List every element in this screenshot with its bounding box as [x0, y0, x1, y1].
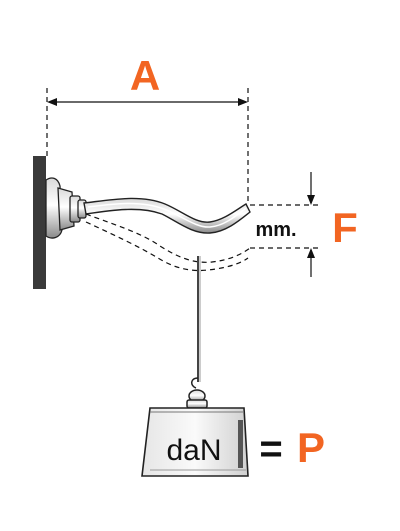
arrowhead-right [238, 98, 248, 106]
f-arrowhead-bottom [307, 248, 315, 258]
f-arrowhead-top [307, 195, 315, 205]
arrowhead-left [47, 98, 57, 106]
curved-arm-icon [83, 197, 251, 234]
label-equals: = [259, 427, 282, 471]
hook-ring-icon [186, 377, 208, 409]
label-dan: daN [166, 434, 221, 467]
label-mm: mm. [255, 219, 296, 241]
label-f: F [332, 204, 358, 251]
wall-icon [33, 156, 46, 289]
weight-icon [141, 407, 249, 477]
dimension-f [250, 172, 322, 277]
arm-highlight [87, 202, 247, 228]
deflected-arm-outline [85, 213, 251, 272]
wall-mount-icon [45, 177, 87, 239]
label-p: P [297, 424, 325, 471]
dimension-a [46, 88, 249, 205]
label-a: A [130, 52, 160, 99]
